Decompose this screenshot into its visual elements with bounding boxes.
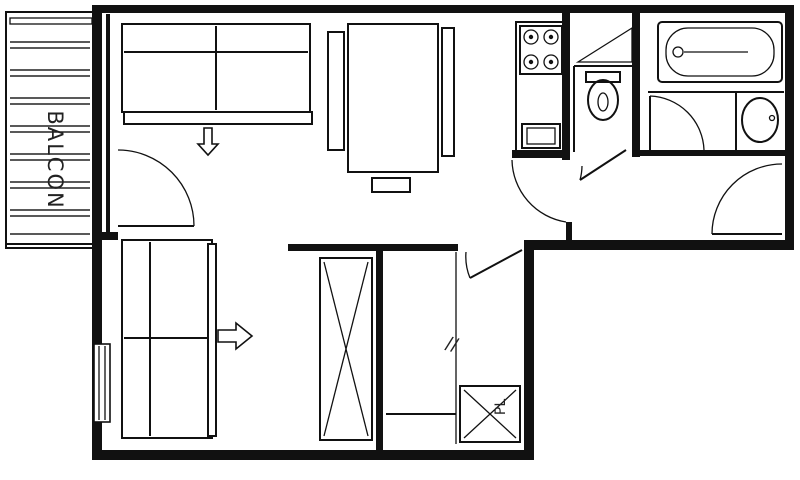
arrow-right-icon [217,321,254,351]
toilet-icon [585,71,621,121]
storage-unit: PL [459,385,521,443]
balcony-railing [10,41,90,235]
door-balcony [117,149,195,227]
wc-room [573,26,633,152]
door-entrance [711,163,783,235]
sink-icon [521,123,561,149]
sofa-top [121,23,313,125]
door-closet [465,249,523,279]
closet: // [386,252,461,444]
arrow-down-icon [196,127,220,157]
balcony-label: BALCON [43,110,67,209]
window-left [93,343,111,423]
wardrobe [319,257,373,441]
sofa-bottom [121,239,217,439]
storage-label: PL [493,399,509,415]
washbasin-icon [741,97,779,143]
door-bathroom [511,159,567,223]
stove-icon [523,29,559,70]
cut-mark: // [443,333,461,357]
door-bathtub-room [649,95,705,152]
balcony: BALCON [5,11,97,249]
bathroom [648,21,784,150]
bathtub-icon [657,21,783,83]
kitchenette [515,21,565,155]
door-wc [579,149,627,181]
dining-table [327,23,455,193]
